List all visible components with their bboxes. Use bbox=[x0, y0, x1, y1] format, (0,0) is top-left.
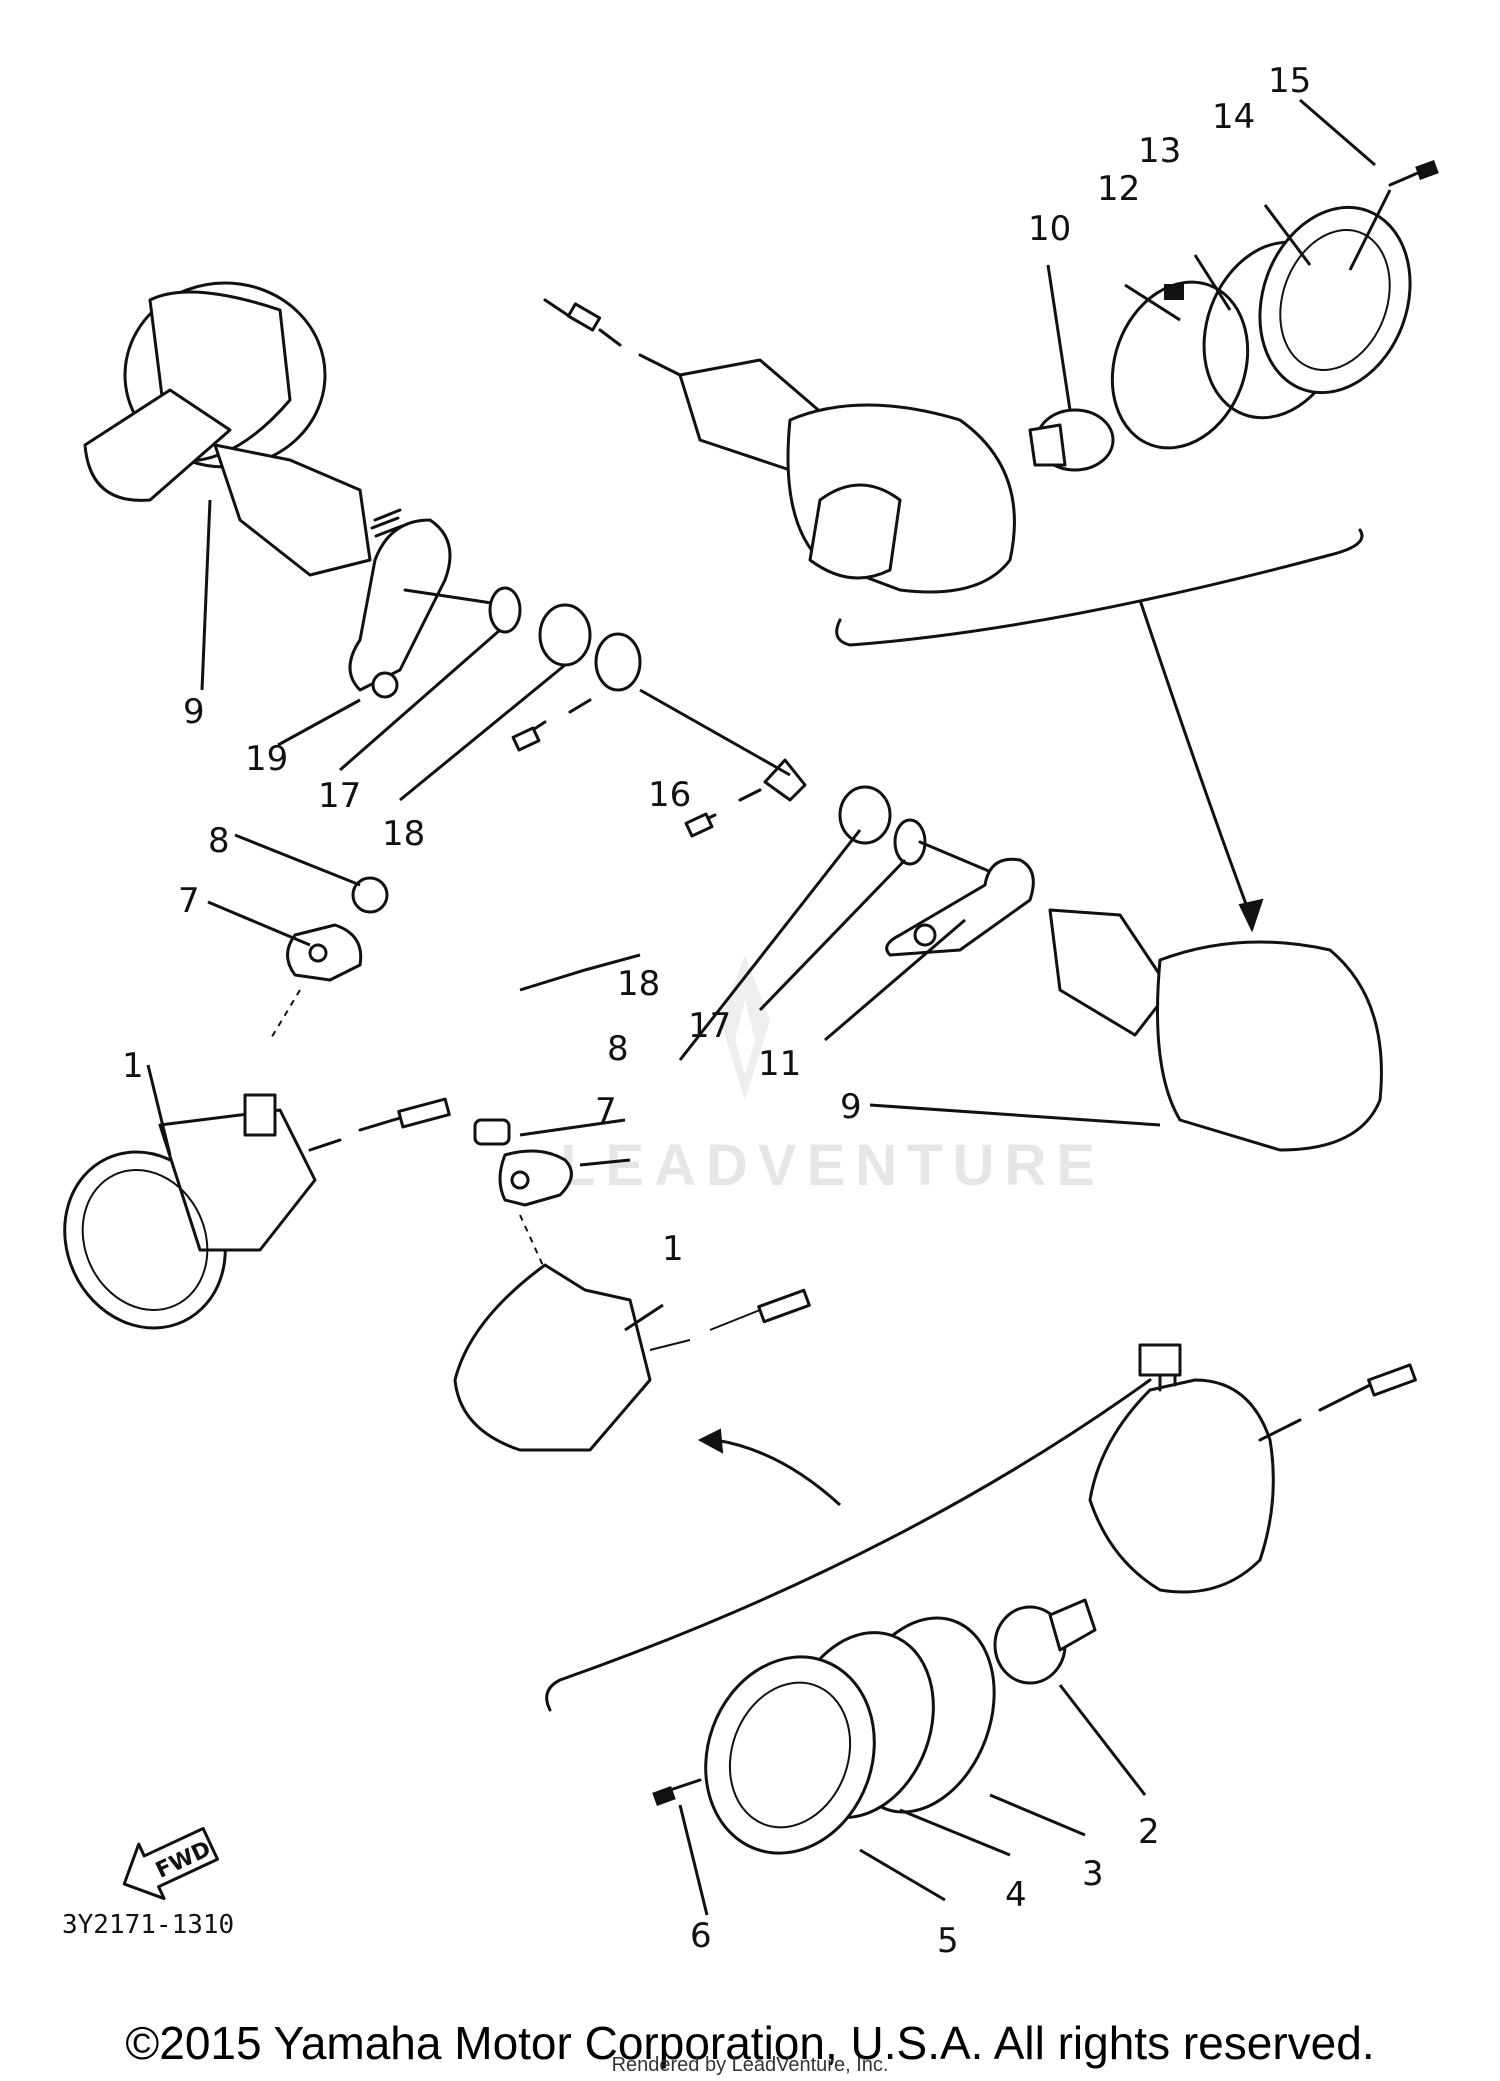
turn-signal-upper-right bbox=[543, 160, 1439, 647]
lamp-assembly-left bbox=[63, 1093, 451, 1330]
callout-15: 11 bbox=[758, 1044, 801, 1084]
callout-19: 19 bbox=[245, 739, 288, 779]
turn-signal-upper-left bbox=[83, 281, 404, 577]
callout-7-left: 7 bbox=[178, 881, 200, 921]
callout-13: 14 bbox=[1212, 97, 1255, 137]
callout-18-upper: 18 bbox=[382, 814, 425, 854]
callout-11: 12 bbox=[1097, 169, 1140, 209]
callout-18-lower: 18 bbox=[617, 964, 660, 1004]
callout-17-upper: 17 bbox=[318, 776, 361, 816]
callout-3: 3 bbox=[1082, 1854, 1104, 1894]
drawing-code: 3Y2171-1310 bbox=[62, 1910, 235, 1940]
callout-1-middle: 1 bbox=[662, 1229, 684, 1269]
callout-8-left: 8 bbox=[208, 821, 230, 861]
arrow-upper-group bbox=[1138, 599, 1252, 916]
leader-lines bbox=[146, 98, 1392, 1916]
callout-16: 16 bbox=[648, 775, 691, 815]
callout-9-middle-right: 9 bbox=[840, 1087, 862, 1127]
bracket-middle bbox=[473, 1118, 573, 1271]
callout-8-middle: 8 bbox=[607, 1029, 629, 1069]
callout-2: 2 bbox=[1138, 1812, 1160, 1852]
turn-signal-middle-right bbox=[1048, 908, 1383, 1152]
callout-12: 13 bbox=[1138, 131, 1181, 171]
bracket-left bbox=[269, 876, 389, 1041]
arrow-head-lower bbox=[697, 1428, 724, 1454]
callout-6: 6 bbox=[690, 1916, 712, 1956]
arrow-lower-group bbox=[714, 1438, 842, 1507]
arrow-head-upper bbox=[1238, 898, 1264, 933]
copyright-notice: ©2015 Yamaha Motor Corporation, U.S.A. A… bbox=[125, 2017, 1375, 2069]
lamp-assembly-middle bbox=[453, 1263, 811, 1452]
callout-5: 5 bbox=[937, 1921, 959, 1961]
lamp-assembly-lower-right bbox=[545, 1343, 1417, 1855]
callout-4: 4 bbox=[1005, 1875, 1027, 1915]
stem-hardware-upper bbox=[348, 518, 1035, 957]
callout-7-middle: 7 bbox=[595, 1091, 617, 1131]
watermark-text: LEADVENTURE bbox=[560, 1133, 1105, 1198]
callout-9-upper-left: 9 bbox=[183, 692, 205, 732]
fwd-arrow-icon: FWD bbox=[122, 1826, 219, 1901]
callout-17-lower: 17 bbox=[688, 1006, 731, 1046]
watermark: LEADVENTURE bbox=[560, 955, 1105, 1198]
callout-14: 15 bbox=[1268, 61, 1311, 101]
rendered-by-notice: Rendered by LeadVenture, Inc. bbox=[611, 2054, 889, 2076]
callout-10: 10 bbox=[1028, 209, 1071, 249]
callout-1-left: 1 bbox=[122, 1046, 144, 1086]
